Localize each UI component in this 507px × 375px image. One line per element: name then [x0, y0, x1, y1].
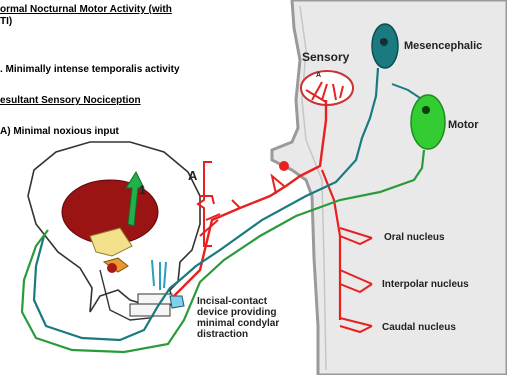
- subpoint: A) Minimal noxious input: [0, 126, 119, 137]
- oral-nucleus-label: Oral nucleus: [384, 232, 445, 243]
- device-label-line-3: minimal condylar: [197, 318, 279, 329]
- arrow-number-label: 1: [139, 183, 146, 197]
- sensory-junction: [279, 161, 289, 171]
- mesencephalic-label: Mesencephalic: [404, 40, 482, 52]
- temporalis-point: . Minimally intense temporalis activity: [0, 64, 180, 75]
- device-label: Incisal-contact device providing minimal…: [197, 296, 279, 340]
- sensory-ganglion: [301, 71, 353, 105]
- sensory-node-letter: A: [316, 72, 321, 79]
- interpolar-nucleus-label: Interpolar nucleus: [382, 279, 469, 290]
- heading-line-1: ormal Nocturnal Motor Activity (with: [0, 4, 172, 15]
- motor-label: Motor: [448, 119, 479, 131]
- motor-nucleus: [411, 95, 445, 149]
- bracket-a-label: A: [188, 168, 197, 183]
- mesencephalic-nucleus: [372, 24, 398, 68]
- mesencephalic-node-letter: M: [380, 39, 386, 46]
- motor-cell: [422, 106, 430, 114]
- sensory-label: Sensory: [302, 50, 349, 64]
- incisal-device: [170, 296, 184, 308]
- lower-teeth: [130, 304, 170, 316]
- condyle: [107, 263, 117, 273]
- subheading: esultant Sensory Nociception: [0, 95, 141, 106]
- caudal-nucleus-label: Caudal nucleus: [382, 322, 456, 333]
- device-label-line-2: device providing: [197, 307, 279, 318]
- upper-teeth: [138, 294, 172, 304]
- device-label-line-4: distraction: [197, 329, 279, 340]
- heading-line-2: TI): [0, 16, 12, 27]
- device-label-line-1: Incisal-contact: [197, 296, 279, 307]
